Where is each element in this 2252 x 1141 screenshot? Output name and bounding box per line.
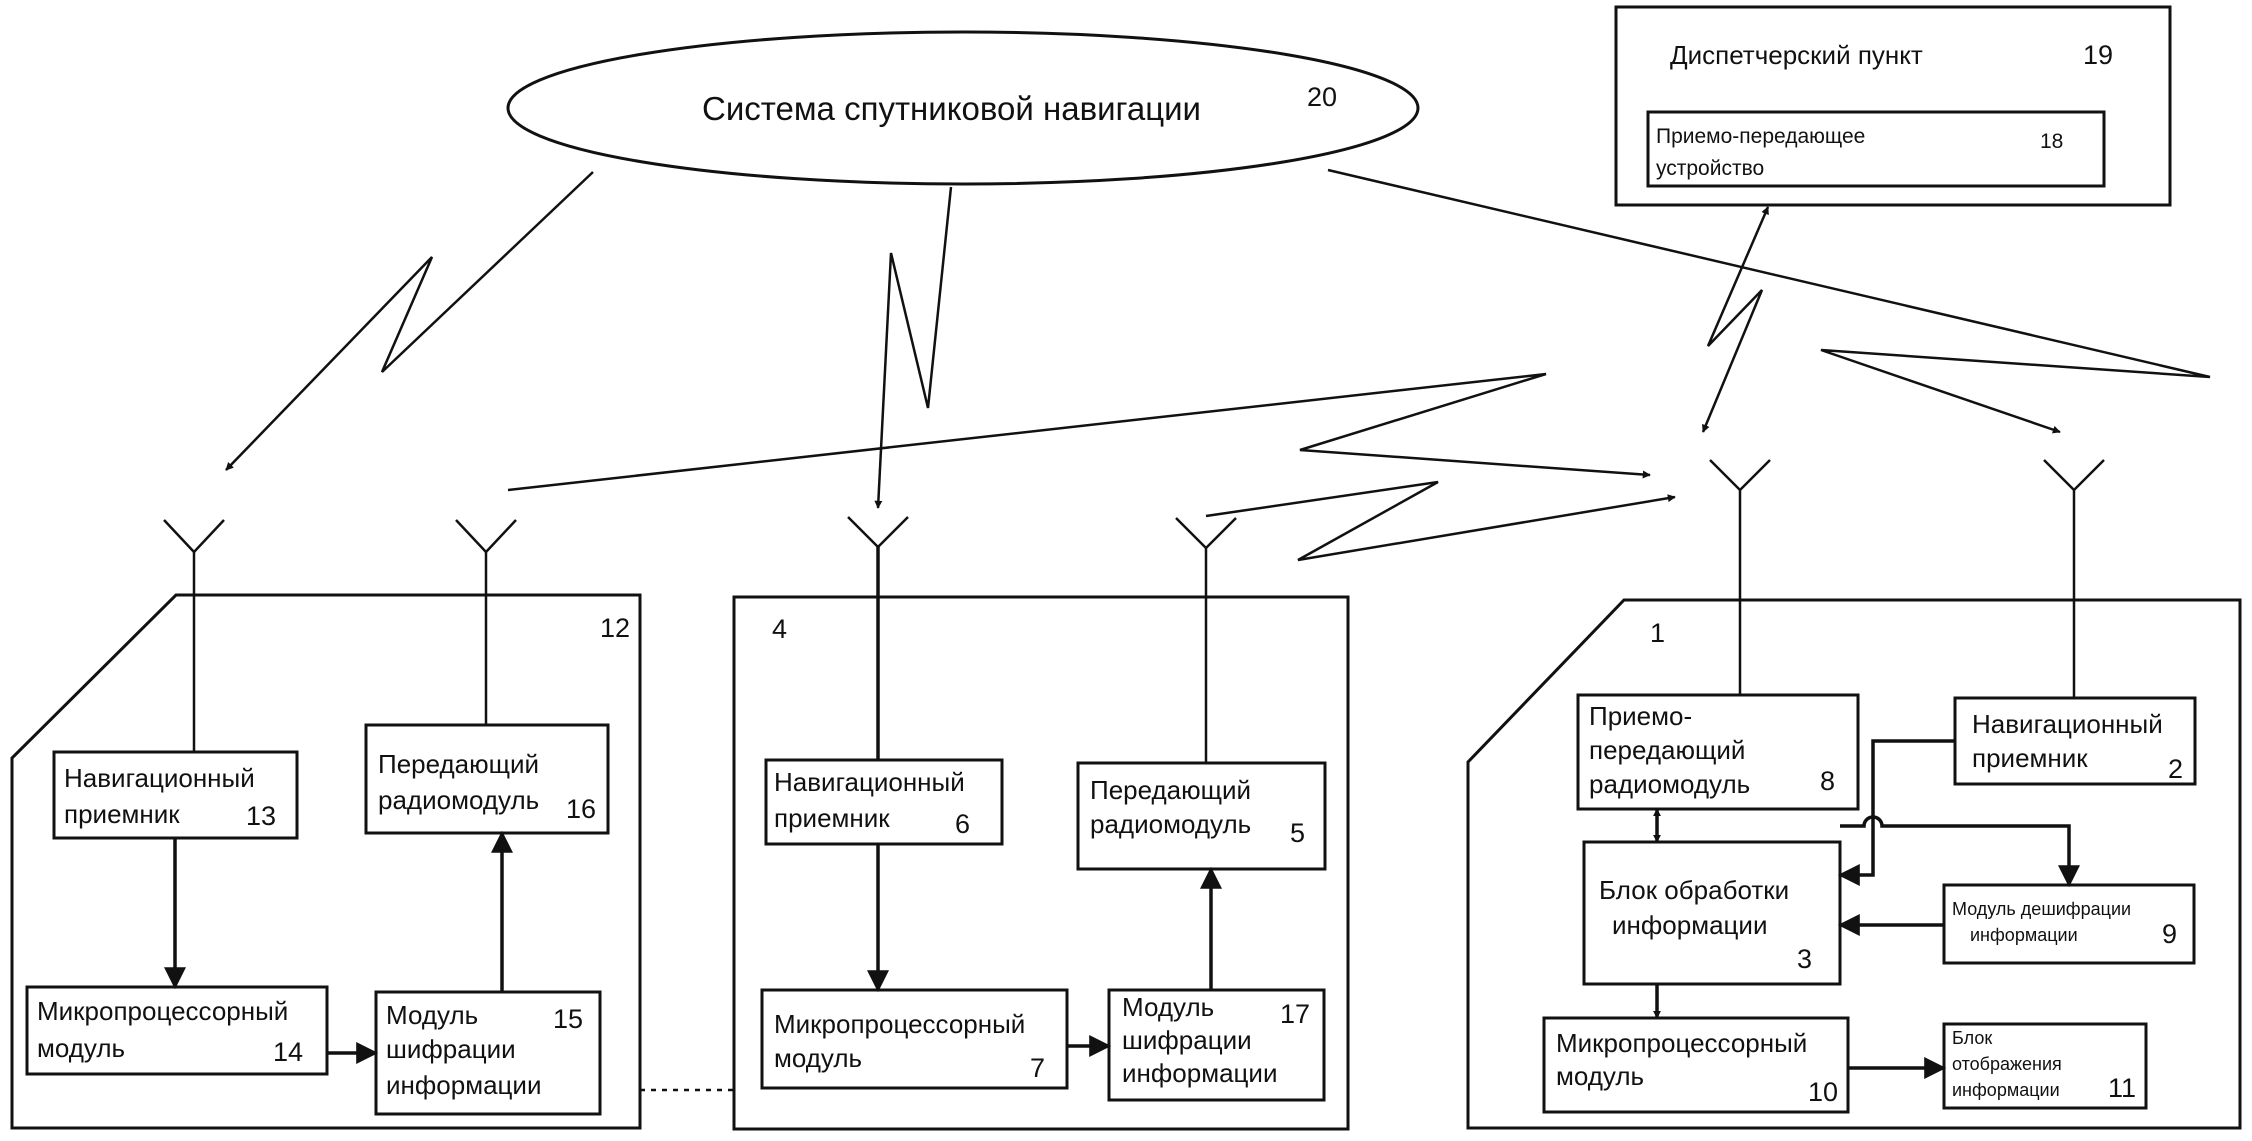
device-4-tx-radiomodule-number: 5 [1290,818,1305,848]
device-12-nav-receiver-number: 13 [246,801,276,831]
device-12-number: 12 [600,613,630,643]
device-4-encryption-line2: шифрации [1122,1025,1252,1055]
device-1: 1 Приемо- передающий радиомодуль 8 Навиг… [1466,459,2242,1130]
device-1-decryption-number: 9 [2162,919,2177,949]
radio-link-device12-to-device1 [507,372,1651,492]
device-1-microprocessor [1542,1016,1850,1114]
dispatch-point: Диспетчерский пункт 19 Приемо-передающее… [1614,5,2172,207]
satellite-navigation-system: Система спутниковой навигации 20 [506,30,1420,186]
device-1-number: 1 [1650,618,1665,648]
device-1-display-line3: информации [1952,1080,2060,1100]
device-4-nav-receiver-line2: приемник [774,803,890,833]
device-12-microprocessor-line2: модуль [37,1033,125,1063]
satellite-label: Система спутниковой навигации [702,90,1201,127]
device-4-encryption-line3: информации [1122,1058,1277,1088]
device-4-encryption-module [1107,988,1326,1102]
device-12-encryption-line1: Модуль [386,1000,478,1030]
device-1-nav-receiver-number: 2 [2168,754,2183,784]
device-1-display-line2: отображения [1952,1054,2062,1074]
device-1-nav-receiver-line1: Навигационный [1972,709,2163,739]
device-12-nav-receiver-line1: Навигационный [64,763,255,793]
device-4-nav-receiver-number: 6 [955,809,970,839]
device-12-encryption-line3: информации [386,1070,541,1100]
satellite-ellipse [506,30,1420,186]
device-12-nav-receiver-line2: приемник [64,799,180,829]
device-1-transceiver-line3: радиомодуль [1589,769,1750,799]
device-1-transceiver-antenna [1709,459,1771,695]
satellite-link-device4 [874,186,953,509]
device-4-tx-radiomodule-line1: Передающий [1090,775,1251,805]
device-12-tx-radiomodule-line1: Передающий [378,749,539,779]
device-12-encryption-number: 15 [553,1004,583,1034]
device-4-tx-radiomodule-line2: радиомодуль [1090,809,1251,839]
satellite-link-device12 [225,171,594,471]
device-4-nav-antenna [847,516,909,760]
device-4-number: 4 [772,614,787,644]
device-1-arrow-transceiver-to-decryption [1840,815,2080,888]
device-4: 4 Навигационный приемник 6 Передающий ра… [732,516,1350,1131]
device-4-microprocessor [760,988,1069,1090]
device-4-tx-radiomodule [1076,761,1327,871]
device-12-microprocessor-line1: Микропроцессорный [37,996,288,1026]
device-1-microprocessor-line1: Микропроцессорный [1556,1028,1807,1058]
device-1-transceiver-number: 8 [1820,766,1835,796]
satellite-number: 20 [1307,82,1337,112]
device-4-nav-receiver-line1: Навигационный [774,767,965,797]
device-1-nav-antenna [2043,459,2105,698]
device-4-microprocessor-number: 7 [1030,1053,1045,1083]
device-4-nav-receiver [764,758,1004,846]
device-12-encryption-line2: шифрации [386,1034,516,1064]
device-12-microprocessor-number: 14 [273,1037,303,1067]
device-12-nav-antenna [163,519,225,752]
device-12-tx-radiomodule-number: 16 [566,794,596,824]
device-1-transceiver-radiomodule [1576,693,1860,811]
device-4-microprocessor-line2: модуль [774,1043,862,1073]
device-12-microprocessor [25,985,329,1076]
dispatch-transceiver-box [1646,110,2106,188]
device-1-display-number: 11 [2108,1073,2136,1103]
device-1-microprocessor-line2: модуль [1556,1061,1644,1091]
device-1-processing-block [1582,840,1842,986]
radio-links [225,168,2211,562]
device-1-arrow-nav-to-processing [1837,739,1955,886]
device-4-tx-antenna [1175,517,1237,763]
radio-link-device4-to-device1 [1205,480,1676,562]
device-1-transceiver-line2: передающий [1589,735,1745,765]
device-12-tx-radiomodule [364,723,610,835]
device-1-decryption-line2: информации [1970,925,2078,945]
device-1-processing-line1: Блок обработки [1599,875,1789,905]
dispatch-point-label: Диспетчерский пункт [1670,40,1923,70]
device-1-display-block [1942,1022,2148,1110]
satellite-link-device1 [1327,168,2211,434]
dispatch-point-number: 19 [2083,40,2113,70]
device-1-display-line1: Блок [1952,1028,1992,1048]
device-1-decryption-line1: Модуль дешифрации [1952,899,2131,919]
device-1-nav-receiver-line2: приемник [1972,743,2088,773]
device-1-processing-number: 3 [1797,944,1812,974]
dispatch-transceiver-line2: устройство [1656,157,1764,180]
device-1-transceiver-line1: Приемо- [1589,701,1692,731]
device-1-processing-line2: информации [1612,910,1767,940]
device-4-microprocessor-line1: Микропроцессорный [774,1009,1025,1039]
radio-link-device1-dispatch [1701,206,1770,433]
device-12-tx-antenna [455,519,517,725]
dispatch-transceiver-number: 18 [2040,130,2063,153]
device-4-encryption-line1: Модуль [1122,992,1214,1022]
device-1-decryption-module [1942,883,2196,965]
device-12: 12 Навигационный приемник 13 Передающий … [10,519,642,1130]
device-4-encryption-number: 17 [1280,999,1310,1029]
device-1-microprocessor-number: 10 [1808,1077,1838,1107]
device-12-tx-radiomodule-line2: радиомодуль [378,785,539,815]
dispatch-transceiver-line1: Приемо-передающее [1656,125,1865,148]
